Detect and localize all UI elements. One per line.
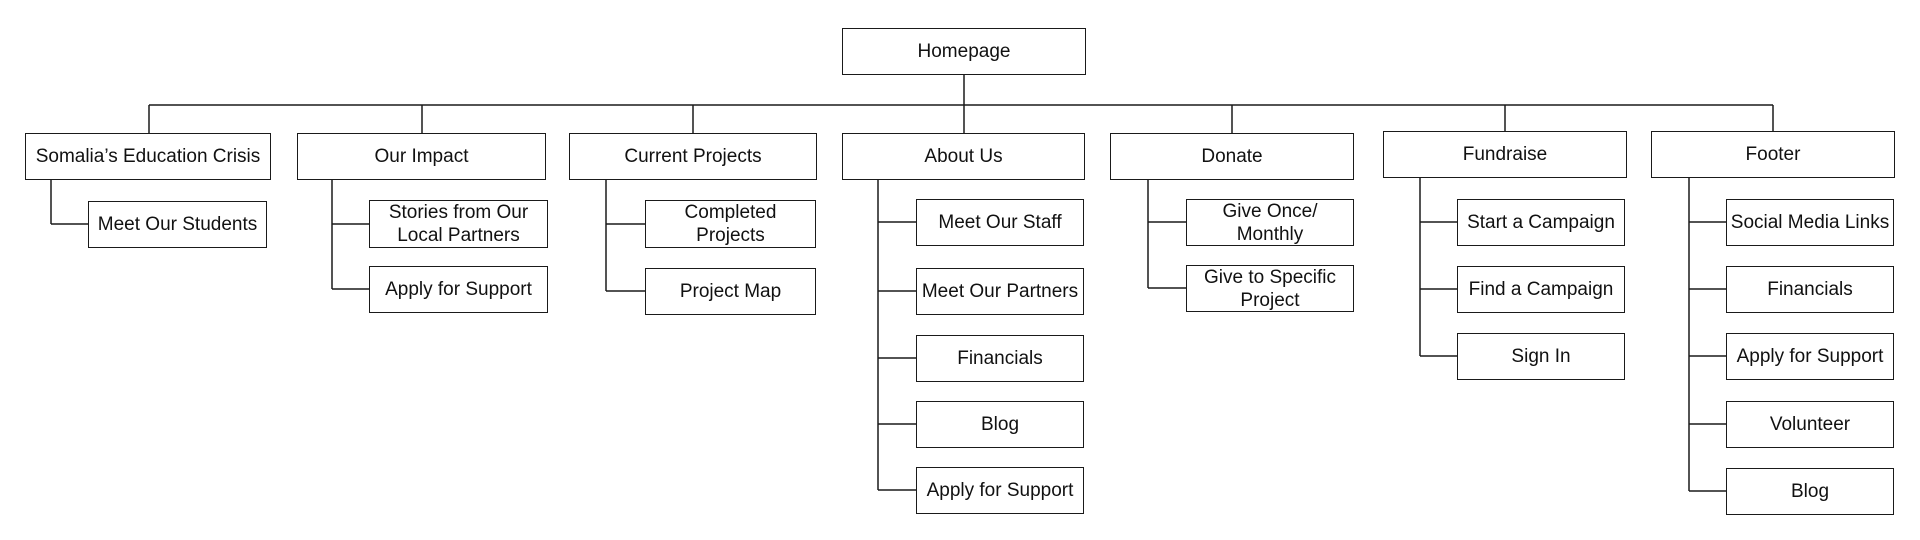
child-node: Completed Projects — [645, 200, 816, 248]
child-node: Apply for Support — [369, 266, 548, 313]
child-node: Financials — [1726, 266, 1894, 313]
child-node: Give to Specific Project — [1186, 265, 1354, 312]
section-node: Footer — [1651, 131, 1895, 178]
section-node: Fundraise — [1383, 131, 1627, 178]
root-node: Homepage — [842, 28, 1086, 75]
child-node: Project Map — [645, 268, 816, 315]
section-node: Current Projects — [569, 133, 817, 180]
child-node: Volunteer — [1726, 401, 1894, 448]
child-node: Sign In — [1457, 333, 1625, 380]
child-node: Blog — [1726, 468, 1894, 515]
section-node: Donate — [1110, 133, 1354, 180]
child-node: Apply for Support — [916, 467, 1084, 514]
section-node: Somalia’s Education Crisis — [25, 133, 271, 180]
child-node: Start a Campaign — [1457, 199, 1625, 246]
child-node: Apply for Support — [1726, 333, 1894, 380]
section-node: About Us — [842, 133, 1085, 180]
section-node: Our Impact — [297, 133, 546, 180]
child-node: Financials — [916, 335, 1084, 382]
child-node: Find a Campaign — [1457, 266, 1625, 313]
child-node: Meet Our Staff — [916, 199, 1084, 246]
child-node: Meet Our Students — [88, 201, 267, 248]
child-node: Meet Our Partners — [916, 268, 1084, 315]
child-node: Social Media Links — [1726, 199, 1894, 246]
child-node: Stories from Our Local Partners — [369, 200, 548, 248]
child-node: Blog — [916, 401, 1084, 448]
child-node: Give Once/ Monthly — [1186, 199, 1354, 246]
